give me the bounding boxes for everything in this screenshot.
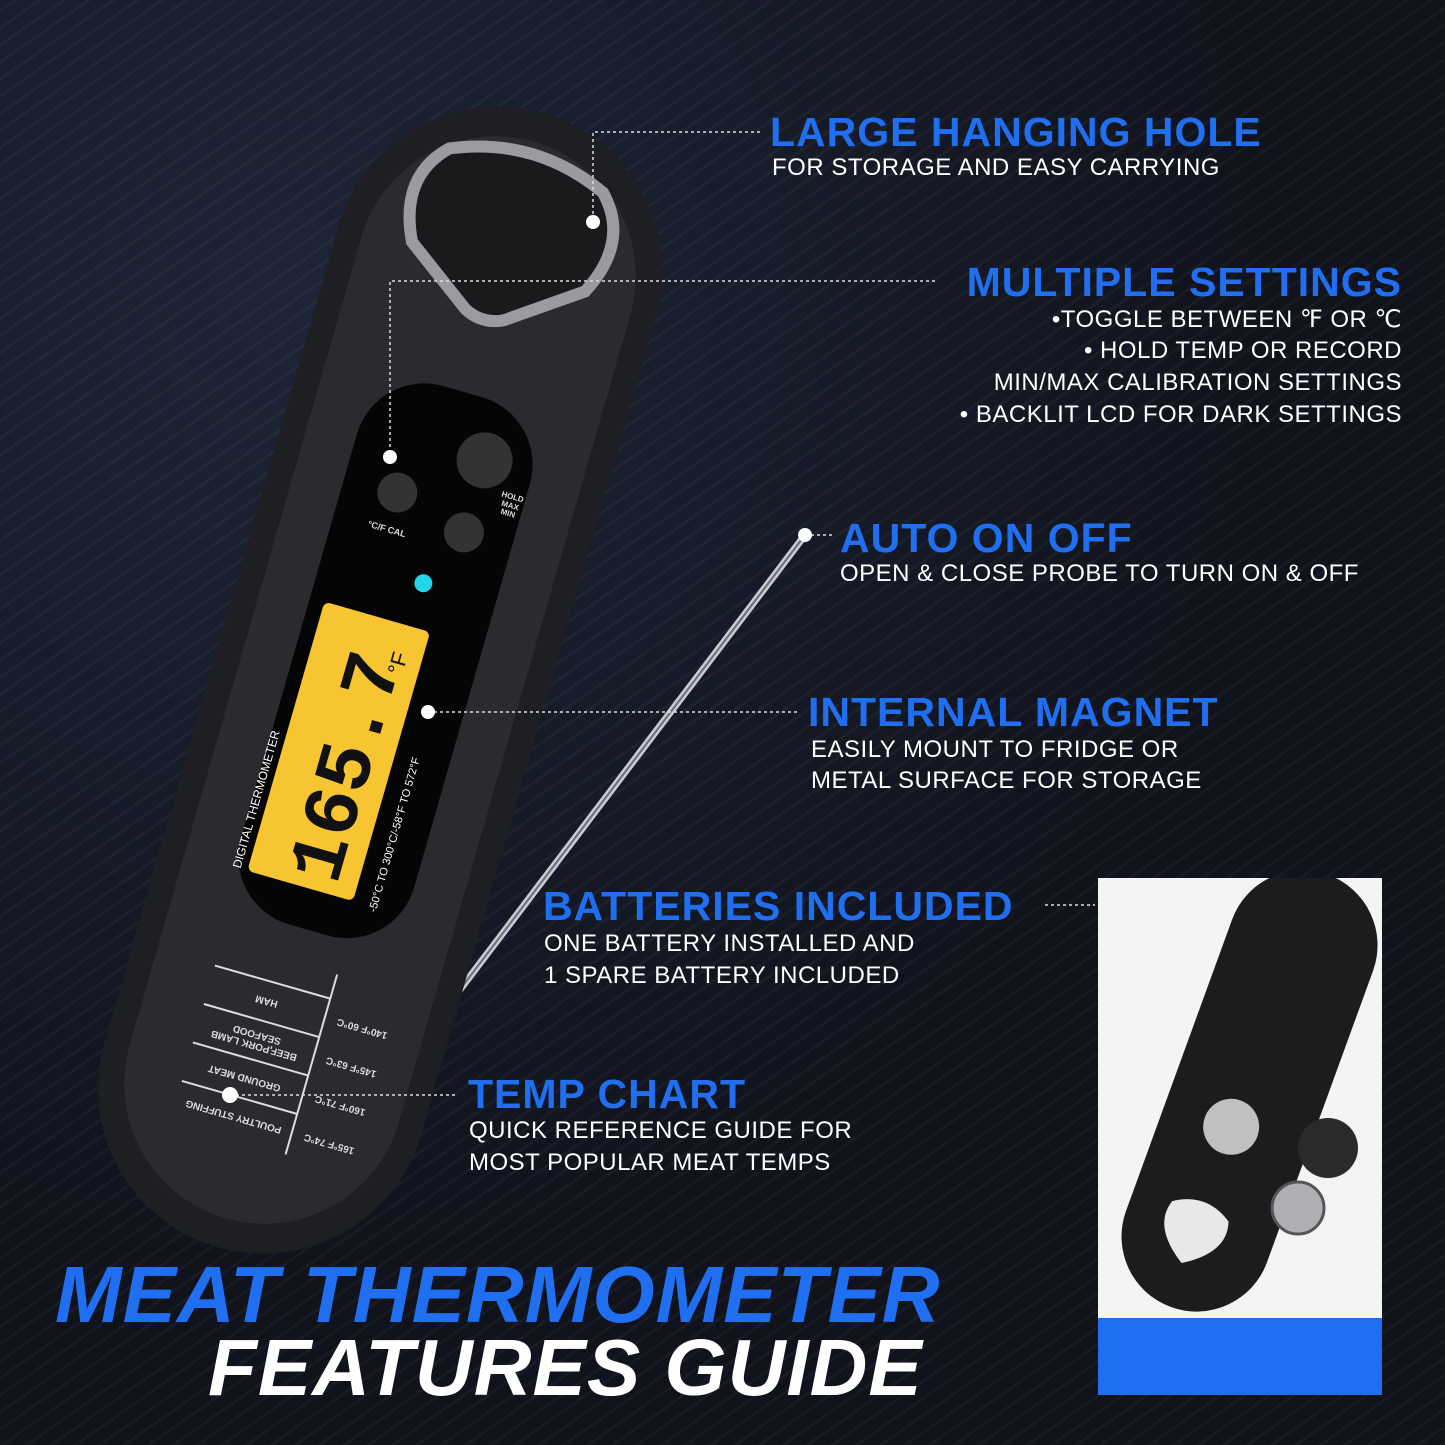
- hanging-hole: [1164, 1199, 1229, 1264]
- feature-desc: MOST POPULAR MEAT TEMPS: [469, 1149, 831, 1176]
- hold-button[interactable]: [439, 508, 488, 557]
- feature-desc: EASILY MOUNT TO FRIDGE OR: [811, 736, 1179, 763]
- battery-icon: [1203, 1098, 1260, 1155]
- feature-desc: METAL SURFACE FOR STORAGE: [811, 767, 1202, 794]
- feature-desc: OPEN & CLOSE PROBE TO TURN ON & OFF: [840, 560, 1359, 587]
- feature-title-settings: MULTIPLE SETTINGS: [966, 259, 1402, 305]
- lcd-screen: [248, 603, 429, 900]
- feature-desc: QUICK REFERENCE GUIDE FOR: [469, 1117, 853, 1144]
- battery-photo-illustration: [1121, 878, 1378, 1312]
- battery-compartment-photo: [1098, 878, 1382, 1395]
- leader-lines: [230, 131, 1095, 1096]
- feature-title-batteries: BATTERIES INCLUDED: [543, 883, 1014, 929]
- callout-dots: [222, 215, 812, 1103]
- battery-cover: [1298, 1118, 1358, 1178]
- feature-title-magnet: INTERNAL MAGNET: [808, 689, 1219, 735]
- power-button[interactable]: [450, 426, 519, 495]
- unit-button[interactable]: [373, 468, 422, 517]
- feature-desc: • BACKLIT LCD FOR DARK SETTINGS: [959, 401, 1402, 428]
- headline-line1: MEAT THERMOMETER: [55, 1250, 941, 1339]
- feature-desc: ONE BATTERY INSTALLED AND: [544, 930, 915, 957]
- spare-battery: [1270, 1180, 1326, 1236]
- backlight-icon: [414, 574, 433, 593]
- feature-desc: • HOLD TEMP OR RECORD: [1083, 337, 1402, 364]
- temp-chart: [181, 964, 339, 1155]
- probe-shade: [404, 534, 806, 1063]
- accent-bar: [1098, 1318, 1382, 1395]
- feature-desc: FOR STORAGE AND EASY CARRYING: [772, 154, 1220, 181]
- hanging-hole: [403, 140, 620, 328]
- feature-desc: MIN/MAX CALIBRATION SETTINGS: [993, 369, 1402, 396]
- feature-desc: •TOGGLE BETWEEN ℉ OR ℃: [1051, 306, 1402, 333]
- feature-title-hanging-hole: LARGE HANGING HOLE: [770, 109, 1262, 155]
- headline-line2: FEATURES GUIDE: [208, 1323, 923, 1412]
- feature-title-auto-on-off: AUTO ON OFF: [840, 515, 1133, 561]
- feature-desc: 1 SPARE BATTERY INCLUDED: [544, 962, 900, 989]
- feature-title-temp-chart: TEMP CHART: [468, 1071, 747, 1117]
